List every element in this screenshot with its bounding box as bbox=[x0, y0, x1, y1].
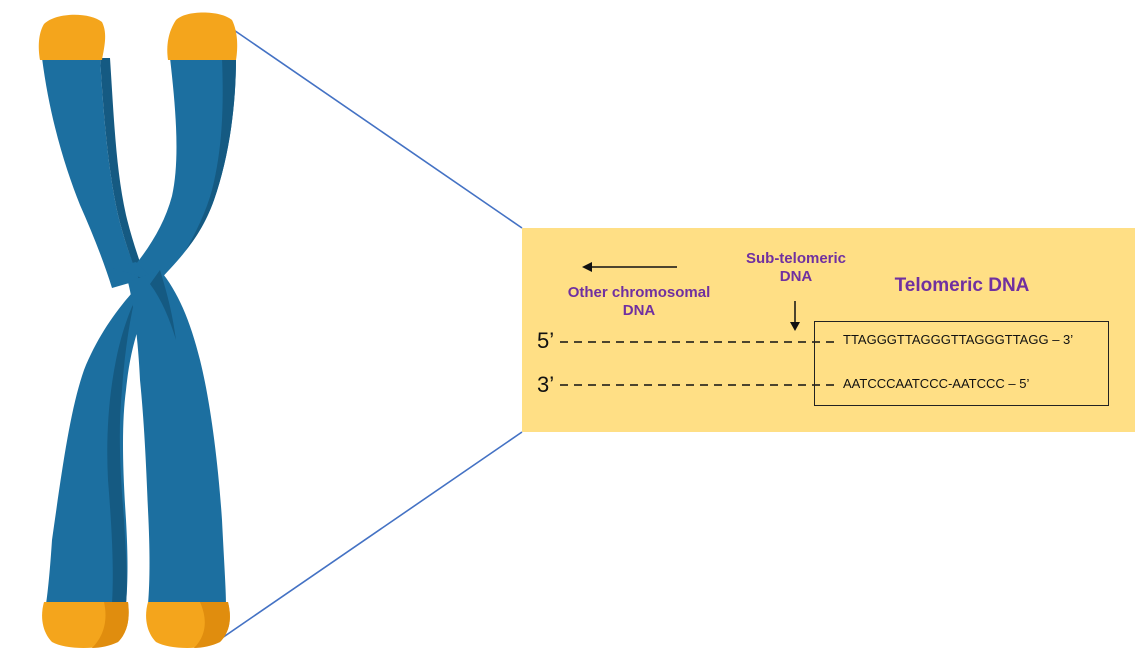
zoom-line-top bbox=[227, 25, 523, 229]
chromatid-lower-left bbox=[46, 262, 160, 604]
chromatid-upper-left bbox=[42, 58, 140, 288]
top-strand-sequence: TTAGGGTTAGGGTTAGGGTTAGG – 3’ bbox=[843, 332, 1074, 347]
bottom-strand-end-label: 3’ bbox=[537, 372, 555, 397]
top-strand-end-label: 5’ bbox=[537, 328, 555, 353]
bottom-strand-sequence: AATCCCAATCCC-AATCCC – 5’ bbox=[843, 376, 1030, 391]
telomere-cap-top-right bbox=[167, 12, 238, 60]
other-chromosomal-label: Other chromosomal DNA bbox=[567, 284, 711, 319]
telomeric-sequence-box bbox=[814, 321, 1109, 406]
zoom-line-bottom bbox=[221, 431, 523, 639]
panel-graphics bbox=[522, 228, 1135, 432]
telomere-cap-top-left bbox=[38, 14, 106, 60]
zoom-panel: Sub-telomeric DNA Other chromosomal DNA … bbox=[522, 228, 1135, 432]
sub-telomeric-label: Sub-telomeric DNA bbox=[745, 250, 847, 285]
telomeric-label: Telomeric DNA bbox=[894, 275, 1030, 296]
chromatid-lower-right bbox=[128, 270, 226, 604]
chromatid-upper-right bbox=[128, 58, 236, 282]
